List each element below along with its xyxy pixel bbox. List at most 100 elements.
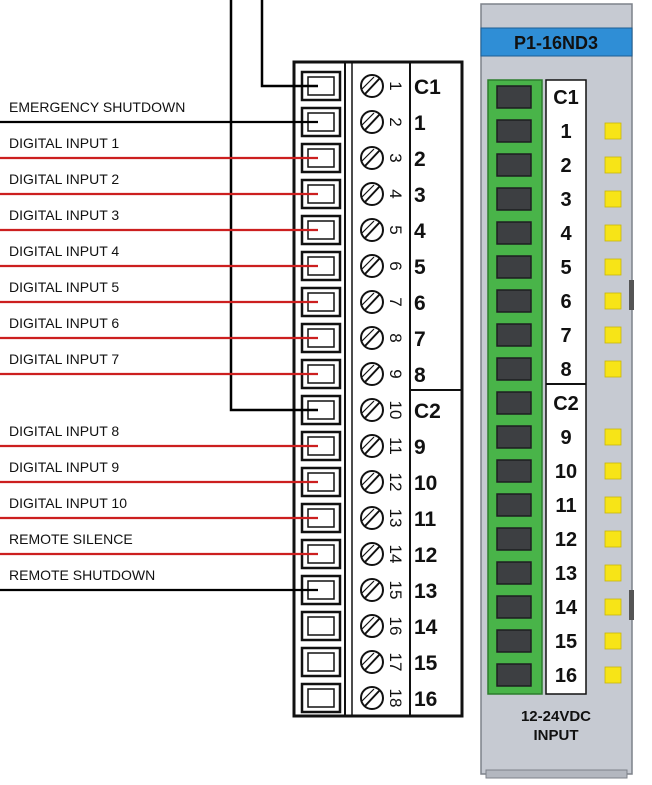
module-socket [496, 153, 532, 177]
terminal-pin-number: 14 [386, 545, 405, 564]
module-socket [496, 221, 532, 245]
terminal-label: 4 [414, 220, 426, 243]
screw-slot [364, 401, 381, 419]
screw-slot [364, 221, 381, 239]
terminal-label: 7 [414, 328, 426, 351]
screw-slot [364, 185, 381, 203]
screw-slot [361, 184, 375, 198]
terminal-pin-number: 5 [386, 225, 405, 234]
input-module: P1-16ND3 12-24VDC INPUT C112345678C29101… [480, 3, 634, 779]
input-wires: EMERGENCY SHUTDOWN DIGITAL INPUT 1 DIGITAL… [0, 99, 318, 592]
screw-slot [361, 616, 375, 630]
terminal-label: 3 [414, 184, 426, 207]
screw-slot [361, 220, 375, 234]
module-channel-label: 14 [555, 597, 578, 619]
input-wire-label: REMOTE SILENCE [9, 531, 133, 547]
terminal-pin-number: 7 [386, 297, 405, 306]
module-channel-label: 13 [555, 563, 577, 585]
status-led [604, 428, 622, 446]
module-socket [496, 425, 532, 449]
terminal-pin-number: 2 [386, 117, 405, 126]
screw-slot [364, 509, 381, 527]
screw-slot [361, 688, 375, 702]
terminal-pin-number: 6 [386, 261, 405, 270]
terminal-pin-number: 15 [386, 581, 405, 600]
screw-slot [364, 365, 381, 383]
module-channel-label: 12 [555, 529, 577, 551]
input-wire-label: DIGITAL INPUT 1 [9, 135, 119, 151]
input-wire-label: DIGITAL INPUT 7 [9, 351, 119, 367]
module-socket [496, 357, 532, 381]
input-wire-label: DIGITAL INPUT 10 [9, 495, 127, 511]
module-channel-label: 11 [555, 495, 576, 517]
terminal-pin-number: 16 [386, 617, 405, 636]
screw-slot [361, 328, 375, 342]
screw-slot [361, 472, 375, 486]
module-socket [496, 629, 532, 653]
module-type-label: INPUT [534, 727, 579, 744]
module-socket [496, 255, 532, 279]
status-led [604, 564, 622, 582]
terminal-label: 16 [414, 688, 437, 711]
module-latch [629, 280, 634, 310]
screw-slot [364, 257, 381, 275]
module-channel-label: 7 [560, 325, 571, 347]
terminal-pin-number: 13 [386, 509, 405, 528]
screw-slot [361, 436, 375, 450]
status-led [604, 666, 622, 684]
module-channel-label: 16 [555, 665, 577, 687]
screw-slot [361, 400, 375, 414]
terminal-label: 9 [414, 436, 426, 459]
module-socket [496, 187, 532, 211]
screw-slot [361, 292, 375, 306]
terminal-label: 5 [414, 256, 426, 279]
screw-slot [361, 256, 375, 270]
terminal-clamp-opening [307, 652, 335, 672]
status-led [604, 326, 622, 344]
module-channel-label: C1 [553, 87, 579, 109]
terminal-label: 8 [414, 364, 426, 387]
screw-slot [361, 580, 375, 594]
module-voltage-label: 12-24VDC [521, 708, 591, 725]
terminal-label: 10 [414, 472, 437, 495]
module-channel-label: 6 [560, 291, 571, 313]
module-socket [496, 323, 532, 347]
status-led [604, 258, 622, 276]
input-wire-label: DIGITAL INPUT 2 [9, 171, 119, 187]
screw-slot [364, 329, 381, 347]
module-channel-label: 9 [560, 427, 571, 449]
module-channel-label: 4 [560, 223, 572, 245]
input-wire-label: DIGITAL INPUT 8 [9, 423, 119, 439]
module-title-bar [480, 27, 633, 57]
terminal-label: 13 [414, 580, 437, 603]
module-socket [496, 119, 532, 143]
status-led [604, 598, 622, 616]
terminal-pin-number: 10 [386, 401, 405, 420]
terminal-pin-number: 4 [386, 189, 405, 198]
terminal-label: 1 [414, 112, 426, 135]
screw-slot [364, 689, 381, 707]
module-socket [496, 527, 532, 551]
status-led [604, 496, 622, 514]
terminal-label: 15 [414, 652, 438, 675]
module-socket [496, 459, 532, 483]
module-title: P1-16ND3 [514, 33, 598, 53]
input-wire-label: DIGITAL INPUT 6 [9, 315, 119, 331]
screw-slot [361, 508, 375, 522]
input-wire-label: REMOTE SHUTDOWN [9, 567, 155, 583]
terminal-label: 6 [414, 292, 426, 315]
status-led [604, 530, 622, 548]
input-wire-label: DIGITAL INPUT 5 [9, 279, 119, 295]
input-wire-label: EMERGENCY SHUTDOWN [9, 99, 185, 115]
module-socket [496, 561, 532, 585]
status-led [604, 224, 622, 242]
module-channel-label: C2 [553, 393, 579, 415]
screw-slot [364, 293, 381, 311]
module-connector [487, 79, 543, 695]
status-led [604, 190, 622, 208]
common-wire-c2 [229, 0, 318, 412]
module-latch [629, 590, 634, 620]
module-channel-label: 5 [560, 257, 571, 279]
status-led [604, 462, 622, 480]
